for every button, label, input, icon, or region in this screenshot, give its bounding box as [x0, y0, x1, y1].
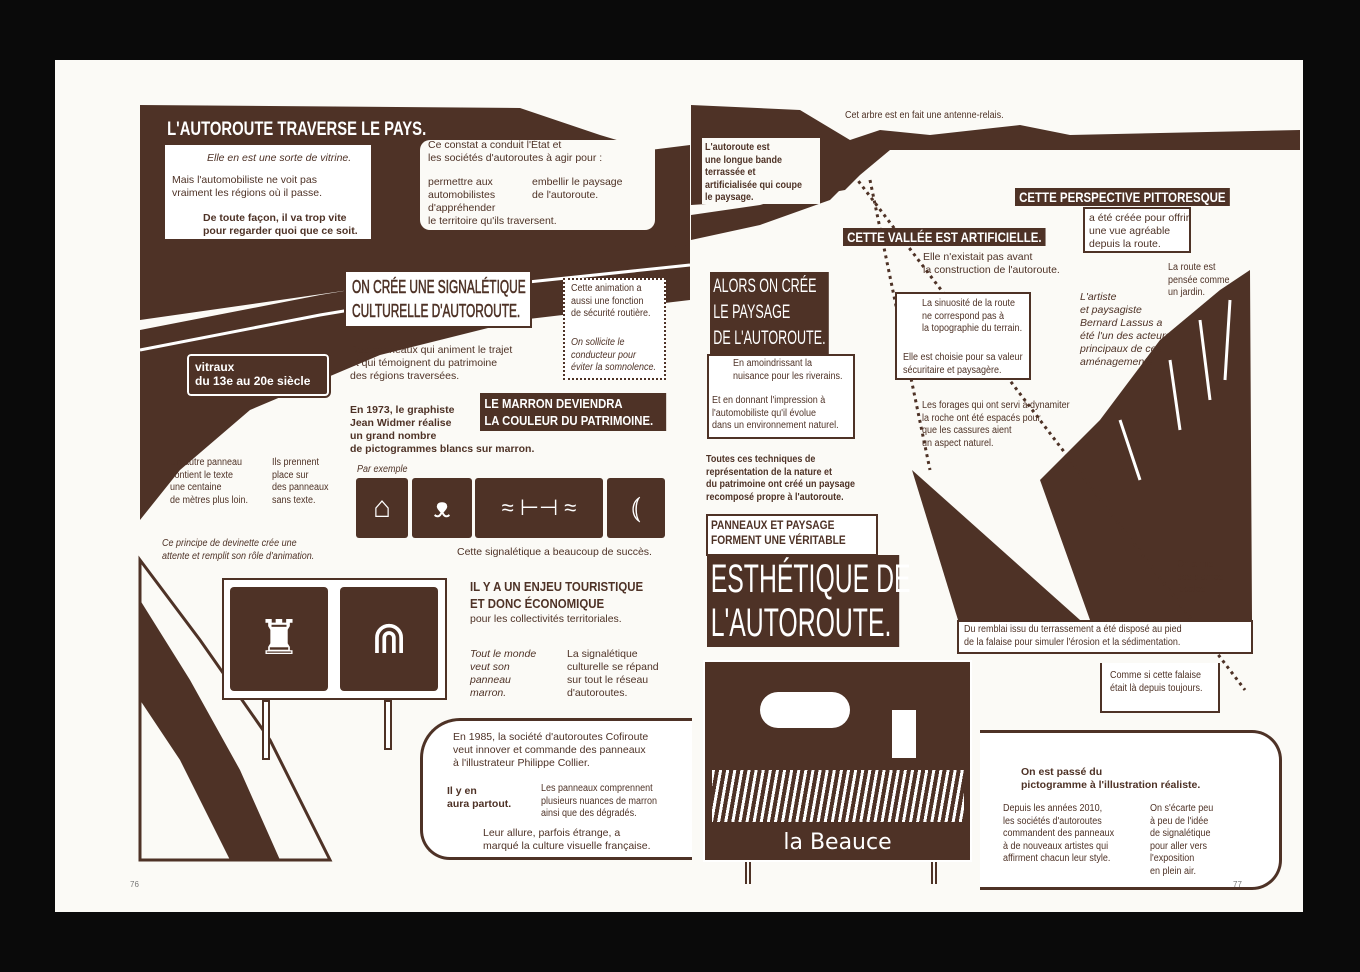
remblai-box [957, 620, 1253, 654]
alors-title: ALORS ON CRÉE LE PAYSAGE DE L'AUTOROUTE. [710, 272, 829, 354]
embellir-text: embellir le paysage de l'autoroute. [532, 176, 623, 201]
par-exemple-text: Par exemple [357, 464, 408, 475]
perspective-text: a été créée pour offrir une vue agréable… [1089, 212, 1190, 250]
realiste-text: On est passé du pictogramme à l'illustra… [1021, 766, 1201, 791]
pea-pictogram: ⦅ [607, 478, 665, 538]
plantes-text: On a mis des plantes locales. [1177, 559, 1224, 595]
plein-air-text: On s'écarte peu à peu de l'idée de signa… [1150, 803, 1214, 877]
allure-text: Leur allure, parfois étrange, a marqué l… [483, 827, 651, 852]
panneaux-trajet-text: Des panneaux qui animent le trajet et qu… [350, 344, 513, 382]
lock-pictogram: ≈ ⊢⊣ ≈ [475, 478, 603, 538]
techniques-text: Toutes ces techniques de représentation … [706, 454, 856, 503]
ils-prennent-text: Ils prennent place sur des panneaux sans… [272, 457, 329, 506]
jardin-text: La route est pensée comme un jardin. [1168, 262, 1230, 298]
panneaux-paysage-title: PANNEAUX ET PAYSAGE FORMENT UNE VÉRITABL… [711, 518, 846, 547]
automobiliste-text: Mais l'automobiliste ne voit pas vraimen… [172, 174, 322, 199]
sinuosite-text: La sinuosité de la route ne correspond p… [922, 298, 1023, 334]
securite-text: Cette animation a aussi une fonction de … [571, 283, 651, 319]
partout-text: Il y en aura partout. [447, 785, 512, 810]
constat-text: Ce constat a conduit l'État et les socié… [428, 139, 603, 164]
alors-box [707, 354, 855, 439]
page-number-right: 77 [1233, 880, 1242, 889]
vitrine-text: Elle en est une sorte de vitrine. [207, 152, 352, 164]
right-road-lower [912, 470, 1080, 620]
devinette-text: Ce principe de devinette crée une attent… [162, 538, 315, 562]
signaletique-title-box [344, 270, 532, 328]
vitraux-sign [185, 352, 331, 398]
collectivites-text: pour les collectivités territoriales. [470, 613, 622, 625]
securite-dotted-box [563, 278, 666, 380]
enjeu-title: IL Y A UN ENJEU TOURISTIQUE ET DONC ÉCON… [470, 579, 644, 611]
sign-post-right [384, 700, 392, 750]
succes-text: Cette signalétique a beaucoup de succès. [457, 546, 652, 558]
realiste-scroll [980, 730, 1282, 890]
falaise-text: Comme si cette falaise était là depuis t… [1110, 670, 1203, 694]
cliff-cracks [1118, 299, 1232, 481]
forages-text: Les forages qui ont servi à dynamiter la… [922, 400, 1070, 449]
intro-box [163, 143, 373, 241]
bande-bg [702, 138, 820, 204]
page-number-left: 76 [130, 880, 139, 889]
house-pictogram: ⌂ [356, 478, 408, 538]
cloud-illustration [760, 692, 850, 728]
beauce-posts [745, 862, 751, 884]
castle-pictogram: ♜ [230, 587, 328, 691]
vallee-text: Elle n'existait pas avant la constructio… [923, 251, 1060, 276]
beauce-label: la Beauce [783, 830, 892, 855]
constat-bubble [420, 140, 655, 230]
esthetique-title: ESTHÉTIQUE DE L'AUTOROUTE. [707, 555, 911, 647]
right-hills [691, 105, 1300, 205]
perspective-title: CETTE PERSPECTIVE PITTORESQUE [1015, 188, 1230, 206]
beauce-posts-right [931, 862, 937, 884]
nuances-text: Les panneaux comprennent plusieurs nuanc… [541, 783, 658, 819]
marron-title: LE MARRON DEVIENDRA LA COULEUR DU PATRIM… [480, 393, 667, 431]
perspective-box [1083, 207, 1191, 253]
choisie-text: Elle est choisie pour sa valeur sécurita… [903, 352, 1023, 376]
cliff [1040, 270, 1252, 620]
road-lower [138, 555, 333, 862]
windmill-illustration [892, 710, 916, 758]
se-repand-text: La signalétique culturelle se répand sur… [567, 648, 659, 699]
wheat-field-illustration [712, 770, 964, 822]
autre-panneau-text: Un autre panneau contient le texte une c… [170, 457, 249, 506]
antenne-text: Cet arbre est en fait une antenne-relais… [845, 110, 1004, 121]
remblai-text: Du remblai issu du terrassement a été di… [964, 624, 1182, 648]
permettre-text: permettre aux automobilistes d'appréhend… [428, 176, 557, 227]
vitraux-sign-text: vitraux du 13e au 20e siècle [195, 360, 311, 388]
somnolence-text: On sollicite le conducteur pour éviter l… [571, 337, 657, 373]
impression-text: Et en donnant l'impression à l'automobil… [712, 395, 839, 431]
owl-pictogram: ᴥ [412, 478, 472, 538]
sign-post-left [262, 700, 270, 760]
amoindrissant-text: En amoindrissant la nuisance pour les ri… [733, 358, 843, 382]
cofiroute-text: En 1985, la société d'autoroutes Cofirou… [453, 731, 649, 769]
title-autoroute-traverse: L'AUTOROUTE TRAVERSE LE PAYS. [164, 118, 430, 142]
falaise-banner [1100, 663, 1220, 713]
annees-2010-text: Depuis les années 2010, les sociétés d'a… [1003, 803, 1115, 864]
stained-glass-pictogram: ⋒ [340, 587, 438, 691]
sinuosite-box [895, 292, 1031, 380]
widmer-text: En 1973, le graphiste Jean Widmer réalis… [350, 404, 535, 455]
vallee-title: CETTE VALLÉE EST ARTIFICIELLE. [843, 228, 1046, 246]
signaletique-title: ON CRÉE UNE SIGNALÉTIQUE CULTURELLE D'AU… [352, 277, 526, 322]
bande-text: L'autoroute est une longue bande terrass… [705, 142, 803, 203]
tout-le-monde-text: Tout le monde veut son panneau marron. [470, 648, 537, 699]
trop-vite-text: De toute façon, il va trop vite pour reg… [203, 212, 358, 237]
cofiroute-scroll [420, 718, 692, 860]
road-lower-fill [140, 600, 280, 860]
lassus-text: L'artiste et paysagiste Bernard Lassus a… [1080, 291, 1171, 368]
left-road [140, 245, 690, 520]
